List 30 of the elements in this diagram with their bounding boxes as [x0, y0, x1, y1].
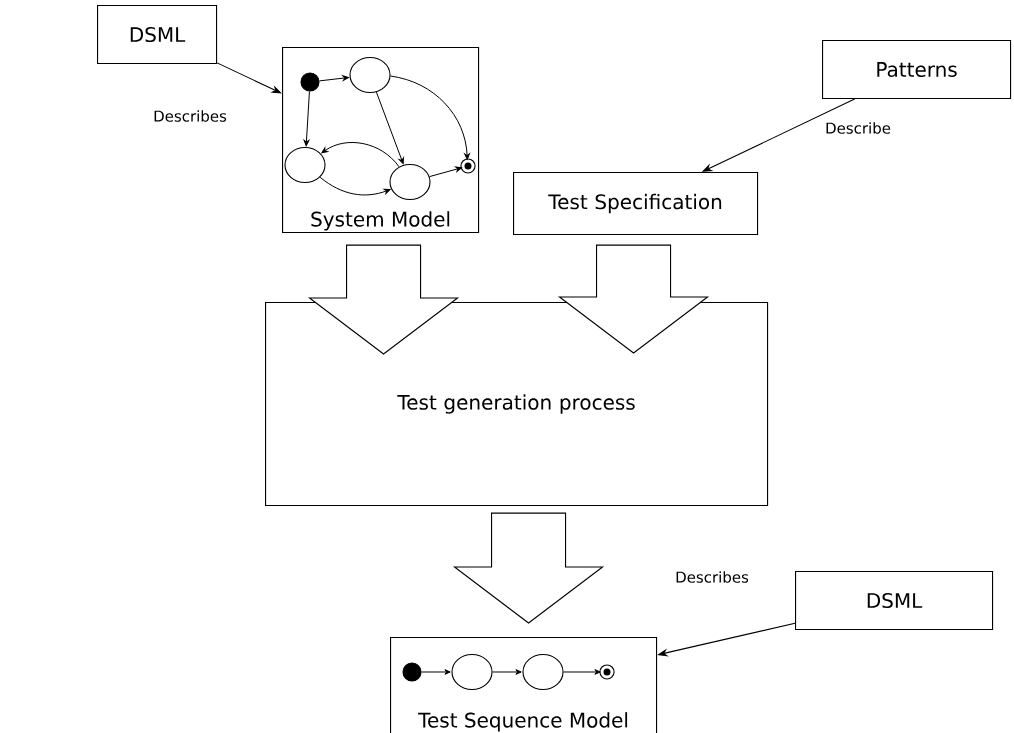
transition-arrow [492, 669, 522, 675]
block-arrow [307, 244, 460, 355]
process-box: Test generation process [265, 302, 769, 507]
transition-arrow [390, 75, 470, 160]
state-ellipse [451, 653, 493, 691]
edge-label: Describe [826, 122, 891, 134]
initial-state-dot [402, 662, 422, 682]
language-box: DSML [795, 571, 994, 631]
state-ellipse [349, 56, 391, 94]
transition-arrow [319, 176, 391, 196]
initial-state-dot [300, 72, 320, 92]
state-ellipse [522, 653, 564, 691]
state-ellipse [284, 146, 326, 184]
transition-arrow [421, 669, 451, 675]
arrow [216, 62, 282, 94]
transition-arrow [319, 75, 349, 82]
state-ellipse [389, 163, 431, 201]
edge-label: Describes [154, 110, 227, 122]
patterns-box: Patterns [822, 40, 1012, 100]
transition-arrow [321, 142, 400, 168]
transition-arrow [303, 91, 310, 147]
specification-box: Test Specification [513, 172, 759, 236]
transition-arrow [563, 669, 601, 675]
final-state-symbol [599, 664, 615, 680]
language-box: DSML [97, 5, 218, 65]
transition-arrow [375, 91, 404, 165]
block-arrow [557, 244, 710, 354]
transition-arrow [429, 166, 462, 178]
block-arrow [452, 512, 605, 624]
edge-label: Describes [676, 571, 749, 583]
